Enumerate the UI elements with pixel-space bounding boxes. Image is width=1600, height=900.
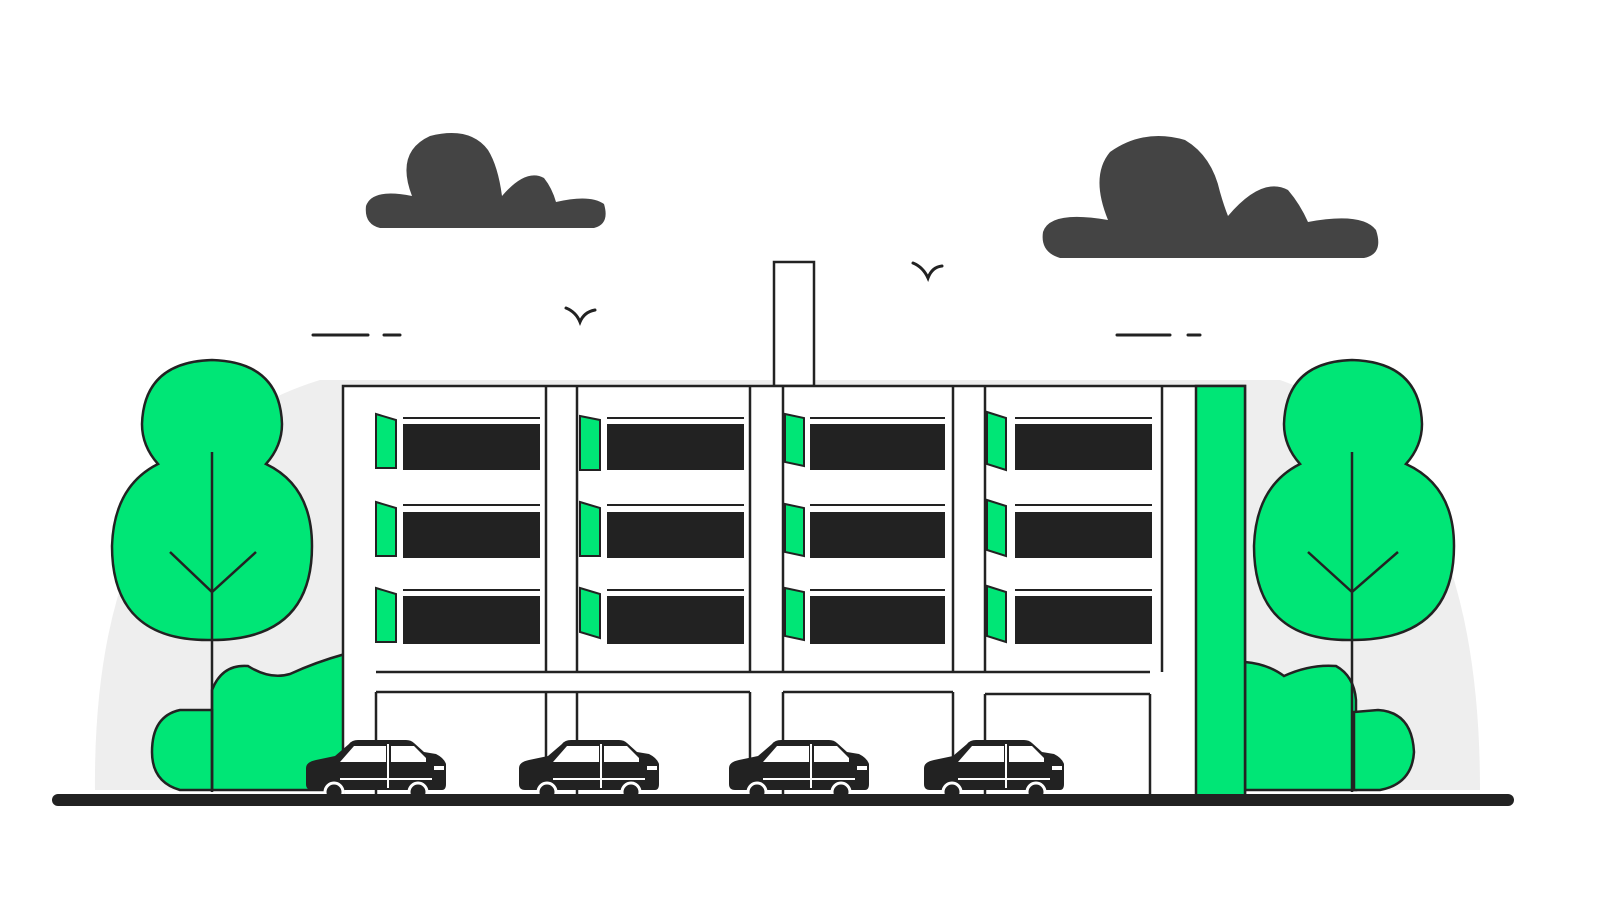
window-column (784, 412, 945, 644)
bird-icon (564, 306, 597, 327)
building-icon (341, 384, 1247, 798)
bird-icon (911, 261, 944, 282)
window-column (986, 410, 1152, 644)
chimney-icon (772, 260, 816, 388)
cloud-icon (365, 133, 606, 228)
window-column (579, 414, 744, 644)
bush-icon (150, 652, 347, 792)
cloud-icon (1042, 136, 1379, 258)
tree-icon (1252, 358, 1456, 792)
window-column (375, 412, 540, 644)
tree-icon (110, 358, 314, 792)
